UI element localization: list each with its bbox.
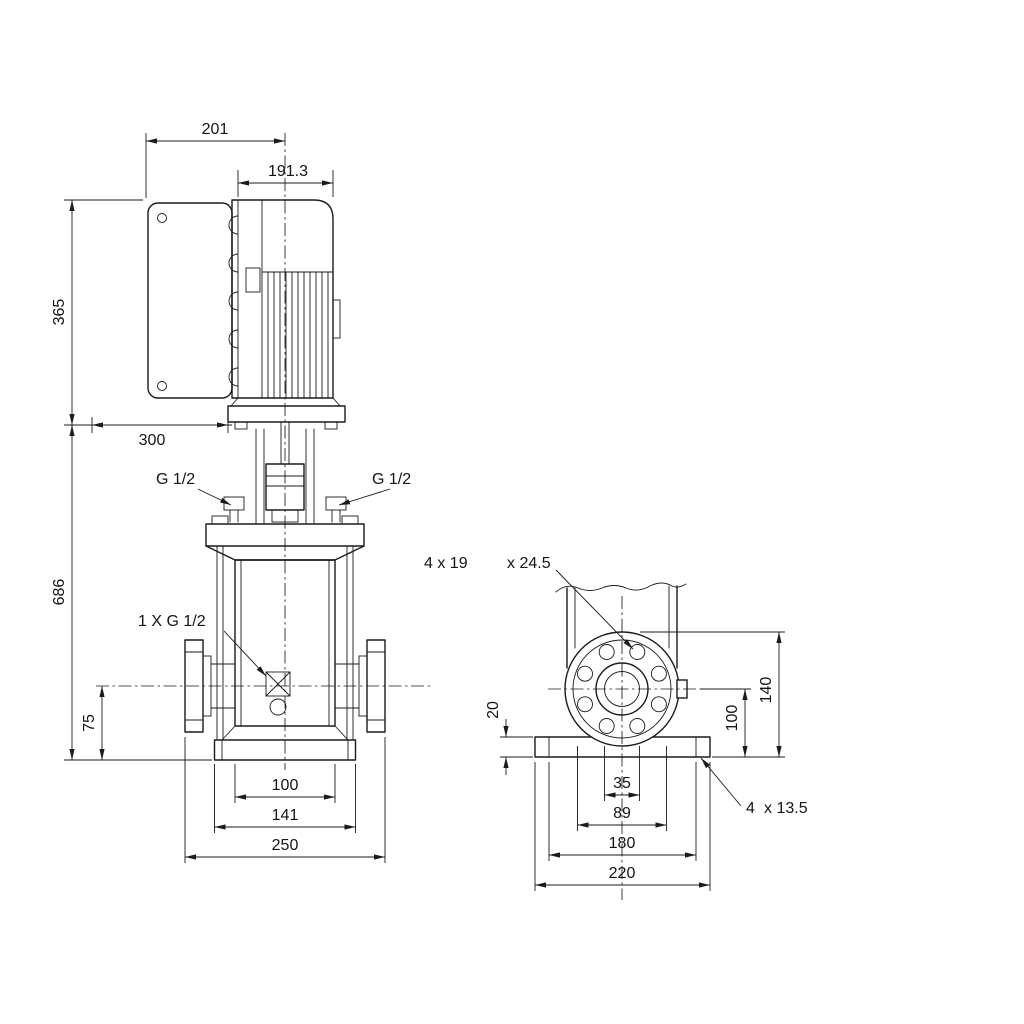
dim-686-label: 686 (51, 579, 68, 606)
shell-base-transition (221, 725, 349, 741)
motor-cooling-fins (267, 271, 329, 399)
left-view-dimensions: 201 191.3 365 300 686 75 100 141 250 G 1… (51, 121, 411, 863)
flange-hole-leader (555, 569, 634, 650)
motor-flange-chamfer (230, 397, 341, 407)
bolt-hole (598, 644, 615, 660)
dim-89-label: 89 (613, 805, 631, 822)
drain-plug-boss (269, 698, 287, 716)
end-base-hole-lines (548, 736, 697, 758)
right-view-dimensions: 4 x 19 x 24.5 20 100 140 35 89 180 220 4… (424, 555, 808, 891)
end-body-outline (566, 585, 678, 669)
drain-plug-cross (265, 671, 291, 697)
bolt-hole (629, 718, 646, 734)
bolt-hole (577, 665, 593, 682)
dim-250-label: 250 (272, 837, 299, 854)
dim-20-label: 20 (485, 701, 502, 719)
port-left-label: G 1/2 (156, 471, 195, 488)
dim-100-label: 100 (272, 777, 299, 794)
motor-nameplate (245, 267, 261, 293)
bolt-hole (650, 665, 667, 682)
ext-line (534, 762, 711, 891)
bolt-hole (650, 696, 667, 713)
port-right-label: G 1/2 (372, 471, 411, 488)
suction-bolt-lines (184, 651, 204, 721)
flange-hole-note-a: 4 x 19 (424, 555, 468, 572)
bolt-hole (577, 696, 593, 713)
ext-line (500, 736, 533, 758)
dim-201-label: 201 (202, 121, 229, 138)
base-hole-leader (700, 757, 742, 807)
base-hole-note-b: x 13.5 (764, 800, 808, 817)
ext-line (604, 746, 640, 801)
staybolts (216, 545, 354, 741)
right-view-end-view (534, 582, 711, 900)
g12-plug-right-stem (331, 509, 341, 523)
ext-line (184, 737, 386, 863)
motor-body (231, 199, 334, 399)
ext-line (214, 764, 356, 833)
drain-leader (223, 630, 267, 677)
end-body-inner (574, 585, 670, 649)
discharge-bolt-lines (366, 651, 386, 721)
flange-hole-note-b: x 24.5 (507, 555, 551, 572)
ext-line (577, 746, 667, 831)
flange-bolt-right (324, 421, 338, 430)
head-stud-left (211, 515, 229, 525)
chamber-shell-inner (240, 559, 330, 727)
ext-line (548, 762, 697, 861)
head-stud-right (341, 515, 359, 525)
port-right-leader (338, 488, 391, 506)
port-left-leader (197, 488, 232, 506)
control-box-screw-top (157, 213, 167, 223)
dim-141-label: 141 (272, 807, 299, 824)
dim-191-3-label: 191.3 (268, 163, 308, 180)
dim-180-label: 180 (609, 835, 636, 852)
motor-clamp-bumps (228, 215, 239, 387)
bolt-hole (598, 718, 615, 734)
drain-plug (265, 671, 291, 697)
control-box-screw-bottom (157, 381, 167, 391)
coupling-guards (255, 428, 315, 525)
motor-mounting-flange (227, 405, 346, 423)
left-view-side-elevation (96, 133, 432, 770)
flange-bolt-left (234, 421, 248, 430)
dim-75-label: 75 (81, 714, 98, 732)
dim-220-label: 220 (609, 865, 636, 882)
bolt-hole (629, 644, 646, 660)
break-line (555, 582, 687, 593)
discharge-nozzle (334, 663, 360, 709)
suction-nozzle (210, 663, 236, 709)
dim-300-label: 300 (139, 432, 166, 449)
dim-100-right-label: 100 (724, 705, 741, 732)
g12-plug-left-stem (229, 509, 239, 523)
dim-140-label: 140 (758, 677, 775, 704)
base-plate-ribs (221, 739, 349, 761)
motor-control-box (147, 202, 233, 399)
pump-shaft (280, 421, 290, 465)
base-hole-note-a: 4 (746, 800, 755, 817)
dim-365-label: 365 (51, 299, 68, 326)
motor-terminal-ridge (332, 299, 341, 339)
dim-35-label: 35 (613, 775, 631, 792)
base-plate (213, 739, 357, 761)
drain-note-label: 1 X G 1/2 (138, 613, 206, 630)
